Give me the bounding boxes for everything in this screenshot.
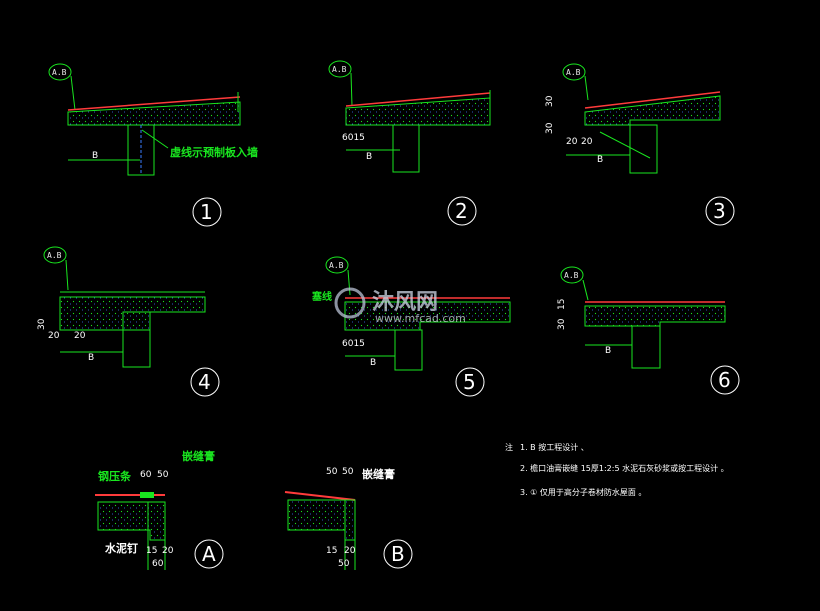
callout-qianfeng-a: 嵌缝膏 <box>182 449 215 463</box>
dim-20-a: 20 <box>162 546 174 556</box>
tag-ab-text-5: A.B <box>329 261 344 270</box>
dim-30-4: 30 <box>37 318 47 330</box>
wall-5 <box>394 329 423 371</box>
wall-4 <box>122 311 151 368</box>
circle-1 <box>192 197 222 227</box>
dim-6015-2: 6015 <box>342 133 365 143</box>
callout-shuini: 水泥钉 <box>105 541 138 555</box>
notes-prefix: 注 <box>505 442 513 452</box>
dim-50-a: 50 <box>157 470 169 480</box>
tag-ab-text-1: A.B <box>52 68 67 77</box>
dim-b-2: B <box>366 152 372 162</box>
dim-30a-3: 30 <box>545 95 555 107</box>
dim-60-a: 60 <box>140 470 152 480</box>
tag-ab-1 <box>48 63 72 81</box>
detail-b: 50 50 嵌缝膏 15 20 50 B <box>284 467 413 570</box>
tag-ab-2 <box>328 60 352 78</box>
slab-6 <box>584 305 726 327</box>
tag-ab-5 <box>325 256 349 274</box>
watermark-site: www.mfcad.com <box>375 312 466 325</box>
tag-ab-text-4: A.B <box>47 251 62 260</box>
detail-1: A.B B 虚线示预制板入墙 1 <box>48 63 258 227</box>
slab-a <box>97 501 166 541</box>
dim-20b-4: 20 <box>74 331 86 341</box>
callout-5: 塞线 <box>312 290 332 303</box>
dim-15-6: 15 <box>557 299 567 310</box>
dim-20b-3: 20 <box>581 137 593 147</box>
circle-number-2: 2 <box>455 199 468 223</box>
dim-30-6: 30 <box>557 318 567 330</box>
watermark: 沐风网 www.mfcad.com <box>334 287 466 325</box>
detail-2: A.B 6015 B 2 <box>328 60 491 226</box>
dim-b-4: B <box>88 353 94 363</box>
tag-ab-text-2: A.B <box>332 65 347 74</box>
circle-2 <box>447 196 477 226</box>
circle-number-1: 1 <box>200 200 213 224</box>
dim-20a-4: 20 <box>48 331 60 341</box>
notes-line-3: 3. ① 仅用于高分子卷材防水屋面 。 <box>520 487 646 497</box>
tag-ab-4 <box>43 246 67 264</box>
callout-1: 虚线示预制板入墙 <box>170 145 258 159</box>
dim-20a-3: 20 <box>566 137 578 147</box>
dim-b-6: B <box>605 346 611 356</box>
notes: 注 1. B 按工程设计 、 2. 檐口油膏嵌缝 15厚1:2:5 水泥石灰砂浆… <box>505 442 729 497</box>
callout-qianfeng-b: 嵌缝膏 <box>362 467 395 481</box>
slab-3 <box>584 95 721 126</box>
dim-15-b: 15 <box>326 546 337 556</box>
circle-number-4: 4 <box>198 370 211 394</box>
dim-b-5: B <box>370 358 376 368</box>
detail-6: A.B 15 30 B 6 <box>557 266 740 395</box>
circle-number-6: 6 <box>718 368 731 392</box>
slab-1 <box>67 101 241 126</box>
circle-3 <box>705 196 735 226</box>
circle-5 <box>455 367 485 397</box>
notes-line-1: 1. B 按工程设计 、 <box>520 442 589 452</box>
circle-4 <box>190 367 220 397</box>
detail-a: 钢压条 嵌缝膏 60 50 水泥钉 15 20 60 A <box>95 449 224 570</box>
slab-2 <box>345 97 491 126</box>
detail-5: A.B 塞线 6015 B 5 <box>312 256 511 397</box>
dim-50b-b: 50 <box>342 467 354 477</box>
circle-a <box>194 539 224 569</box>
detail-4: A.B 30 20 20 B 4 <box>37 246 220 397</box>
dim-50a-b: 50 <box>326 467 338 477</box>
circle-letter-a: A <box>202 542 216 566</box>
dim-50c-b: 50 <box>338 559 350 569</box>
wall-6 <box>631 325 661 369</box>
dim-30b-3: 30 <box>545 122 555 134</box>
circle-number-5: 5 <box>463 370 476 394</box>
wall-3 <box>629 124 658 174</box>
slab-4 <box>59 296 206 331</box>
circle-b <box>383 539 413 569</box>
dim-6015-5: 6015 <box>342 339 365 349</box>
slab-5 <box>344 301 511 331</box>
tag-ab-6 <box>560 266 584 284</box>
circle-6 <box>710 365 740 395</box>
dim-15-a: 15 <box>146 546 157 556</box>
watermark-brand: 沐风网 <box>372 290 438 315</box>
detail-3: A.B 30 30 20 20 B 3 <box>545 63 735 226</box>
callout-qianya: 钢压条 <box>98 469 132 483</box>
dim-b-1: B <box>92 151 98 161</box>
tag-ab-text-3: A.B <box>566 68 581 77</box>
dim-b-3: B <box>597 155 603 165</box>
wall-2 <box>392 124 420 173</box>
circle-letter-b: B <box>391 542 405 566</box>
tag-ab-3 <box>562 63 586 81</box>
dim-60b-a: 60 <box>152 559 164 569</box>
tag-ab-text-6: A.B <box>564 271 579 280</box>
dim-20-b: 20 <box>344 546 356 556</box>
watermark-logo-icon <box>334 287 366 319</box>
notes-line-2: 2. 檐口油膏嵌缝 15厚1:2:5 水泥石灰砂浆或按工程设计 。 <box>520 463 729 473</box>
circle-number-3: 3 <box>713 199 726 223</box>
